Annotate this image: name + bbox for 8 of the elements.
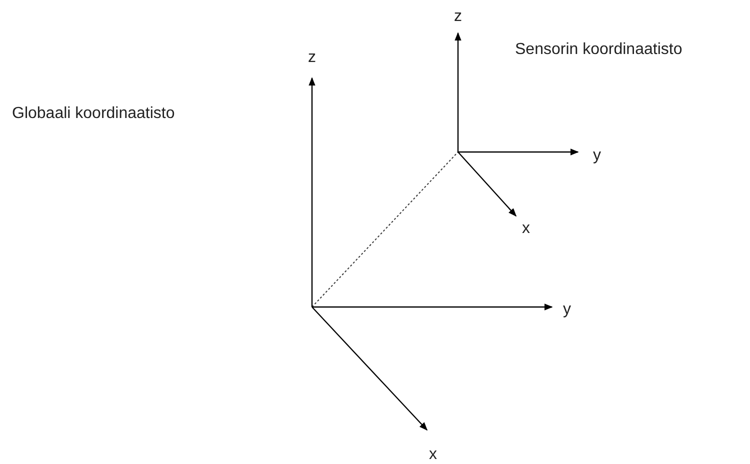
axis-label: z [454,7,462,27]
axis-label: x [429,445,437,464]
axis-label: y [593,146,601,166]
axis-label: x [522,219,530,239]
title-label: Sensorin koordinaatisto [515,40,682,60]
axis-label: z [308,48,316,68]
title-label: Globaali koordinaatisto [12,104,175,124]
axis-label: y [563,300,571,320]
